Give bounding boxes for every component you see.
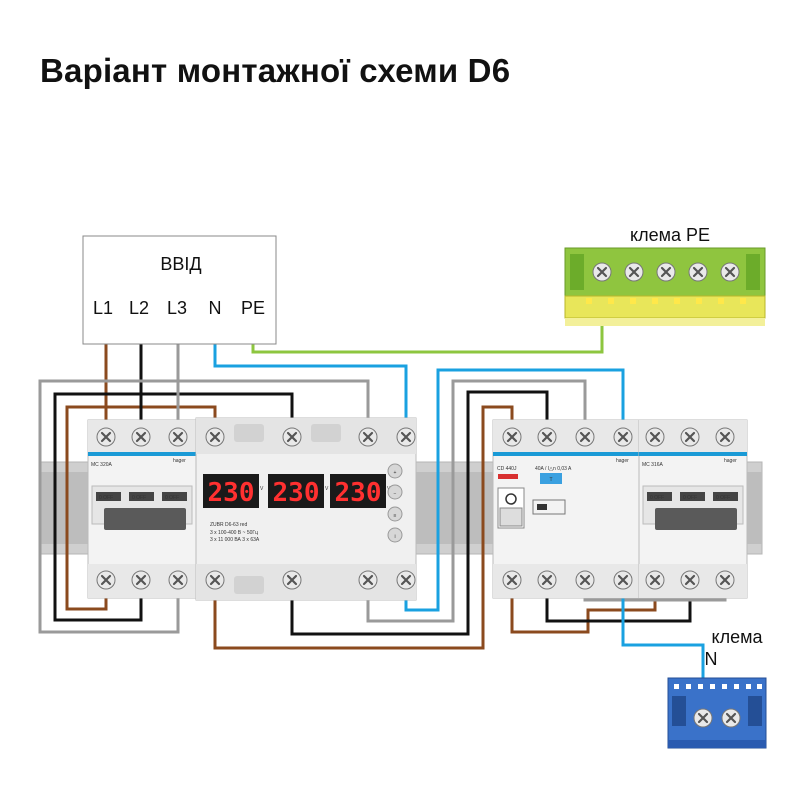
n-terminal-block: клема N: [667, 627, 767, 749]
relay-button-info-label: i: [394, 534, 395, 540]
wire-brown-top: [65, 405, 217, 611]
n-terminal-label-2: N: [705, 649, 718, 669]
input-terminal-l1: L1: [93, 298, 113, 318]
display-unit-2: V: [325, 486, 329, 492]
breaker-left: MC 320A hager 0 OFF 0 OFF 0 OFF: [87, 419, 197, 599]
display-unit-1: V: [260, 486, 264, 492]
breaker-left-switch-3: 0 OFF: [165, 495, 179, 501]
display-phase-3: 230: [335, 478, 382, 508]
relay-button-minus[interactable]: [387, 484, 403, 500]
display-phase-2: 230: [273, 478, 320, 508]
breaker-left-model: MC 320A: [91, 462, 113, 468]
breaker-left-switch-2: 0 OFF: [132, 495, 146, 501]
wire-n-to-terminal: [621, 580, 705, 690]
rcd-brand: hager: [616, 458, 629, 464]
wire-n-relay-rcd: [404, 368, 625, 612]
relay-button-menu-label: ≡: [394, 513, 397, 519]
rcd-rating: 40A / I△n 0,03 A: [535, 466, 572, 472]
input-box-label: ВВІД: [160, 254, 201, 274]
breaker-right-switch-2: 0 OFF: [683, 495, 697, 501]
relay-button-minus-label: −: [394, 491, 397, 497]
rcd-test-button[interactable]: [540, 473, 562, 484]
wire-brown-bottom: [213, 405, 514, 650]
pe-terminal-label: клема PE: [630, 225, 710, 245]
relay-spec-1: 3 x 100-400 В ~ 50Гц: [210, 530, 258, 536]
breaker-right-switch-3: 0 OFF: [716, 495, 730, 501]
wire-grey-bottom: [366, 379, 587, 623]
relay-button-info[interactable]: [387, 527, 403, 543]
relay-spec-2: 3 x 11 000 ВА 3 x 63А: [210, 537, 260, 543]
wire-pe: [251, 316, 604, 354]
wire-grey-top: [38, 379, 370, 634]
relay-model: ZUBR D6-63 red: [210, 522, 247, 528]
breaker-left-switch-1: 0 OFF: [99, 495, 113, 501]
voltage-relay: 230 230 230 V V V + − ≡ i ZUBR D6-63 red…: [195, 417, 417, 601]
input-terminal-l2: L2: [129, 298, 149, 318]
input-box: ВВІД L1 L2 L3 N PE: [82, 235, 277, 345]
breaker-left-lever[interactable]: [104, 508, 186, 530]
input-terminal-pe: PE: [241, 298, 265, 318]
rcd-model: CD 440J: [497, 466, 517, 472]
input-terminal-n: N: [209, 298, 222, 318]
breaker-right-model: MC 316A: [642, 462, 664, 468]
relay-button-plus[interactable]: [387, 463, 403, 479]
relay-button-plus-label: +: [394, 470, 397, 476]
breaker-right: MC 316A hager 0 OFF 0 OFF 0 OFF: [638, 419, 748, 599]
pe-terminal-block: клема PE: [564, 225, 766, 326]
relay-button-menu[interactable]: [387, 506, 403, 522]
breaker-right-brand: hager: [724, 458, 737, 464]
breaker-right-lever[interactable]: [655, 508, 737, 530]
page-title: Варіант монтажної схеми D6: [40, 52, 511, 89]
display-phase-1: 230: [208, 478, 255, 508]
rcd-lever[interactable]: [499, 507, 523, 527]
breaker-left-brand: hager: [173, 458, 186, 464]
wire-black-top: [53, 392, 294, 622]
input-terminal-l3: L3: [167, 298, 187, 318]
rcd-test-label: T: [549, 477, 552, 483]
n-terminal-label-1: клема: [712, 627, 764, 647]
rcd: CD 440J 40A / I△n 0,03 A hager T: [492, 419, 640, 599]
breaker-right-switch-1: 0 OFF: [650, 495, 664, 501]
wire-black-bottom: [290, 390, 549, 636]
